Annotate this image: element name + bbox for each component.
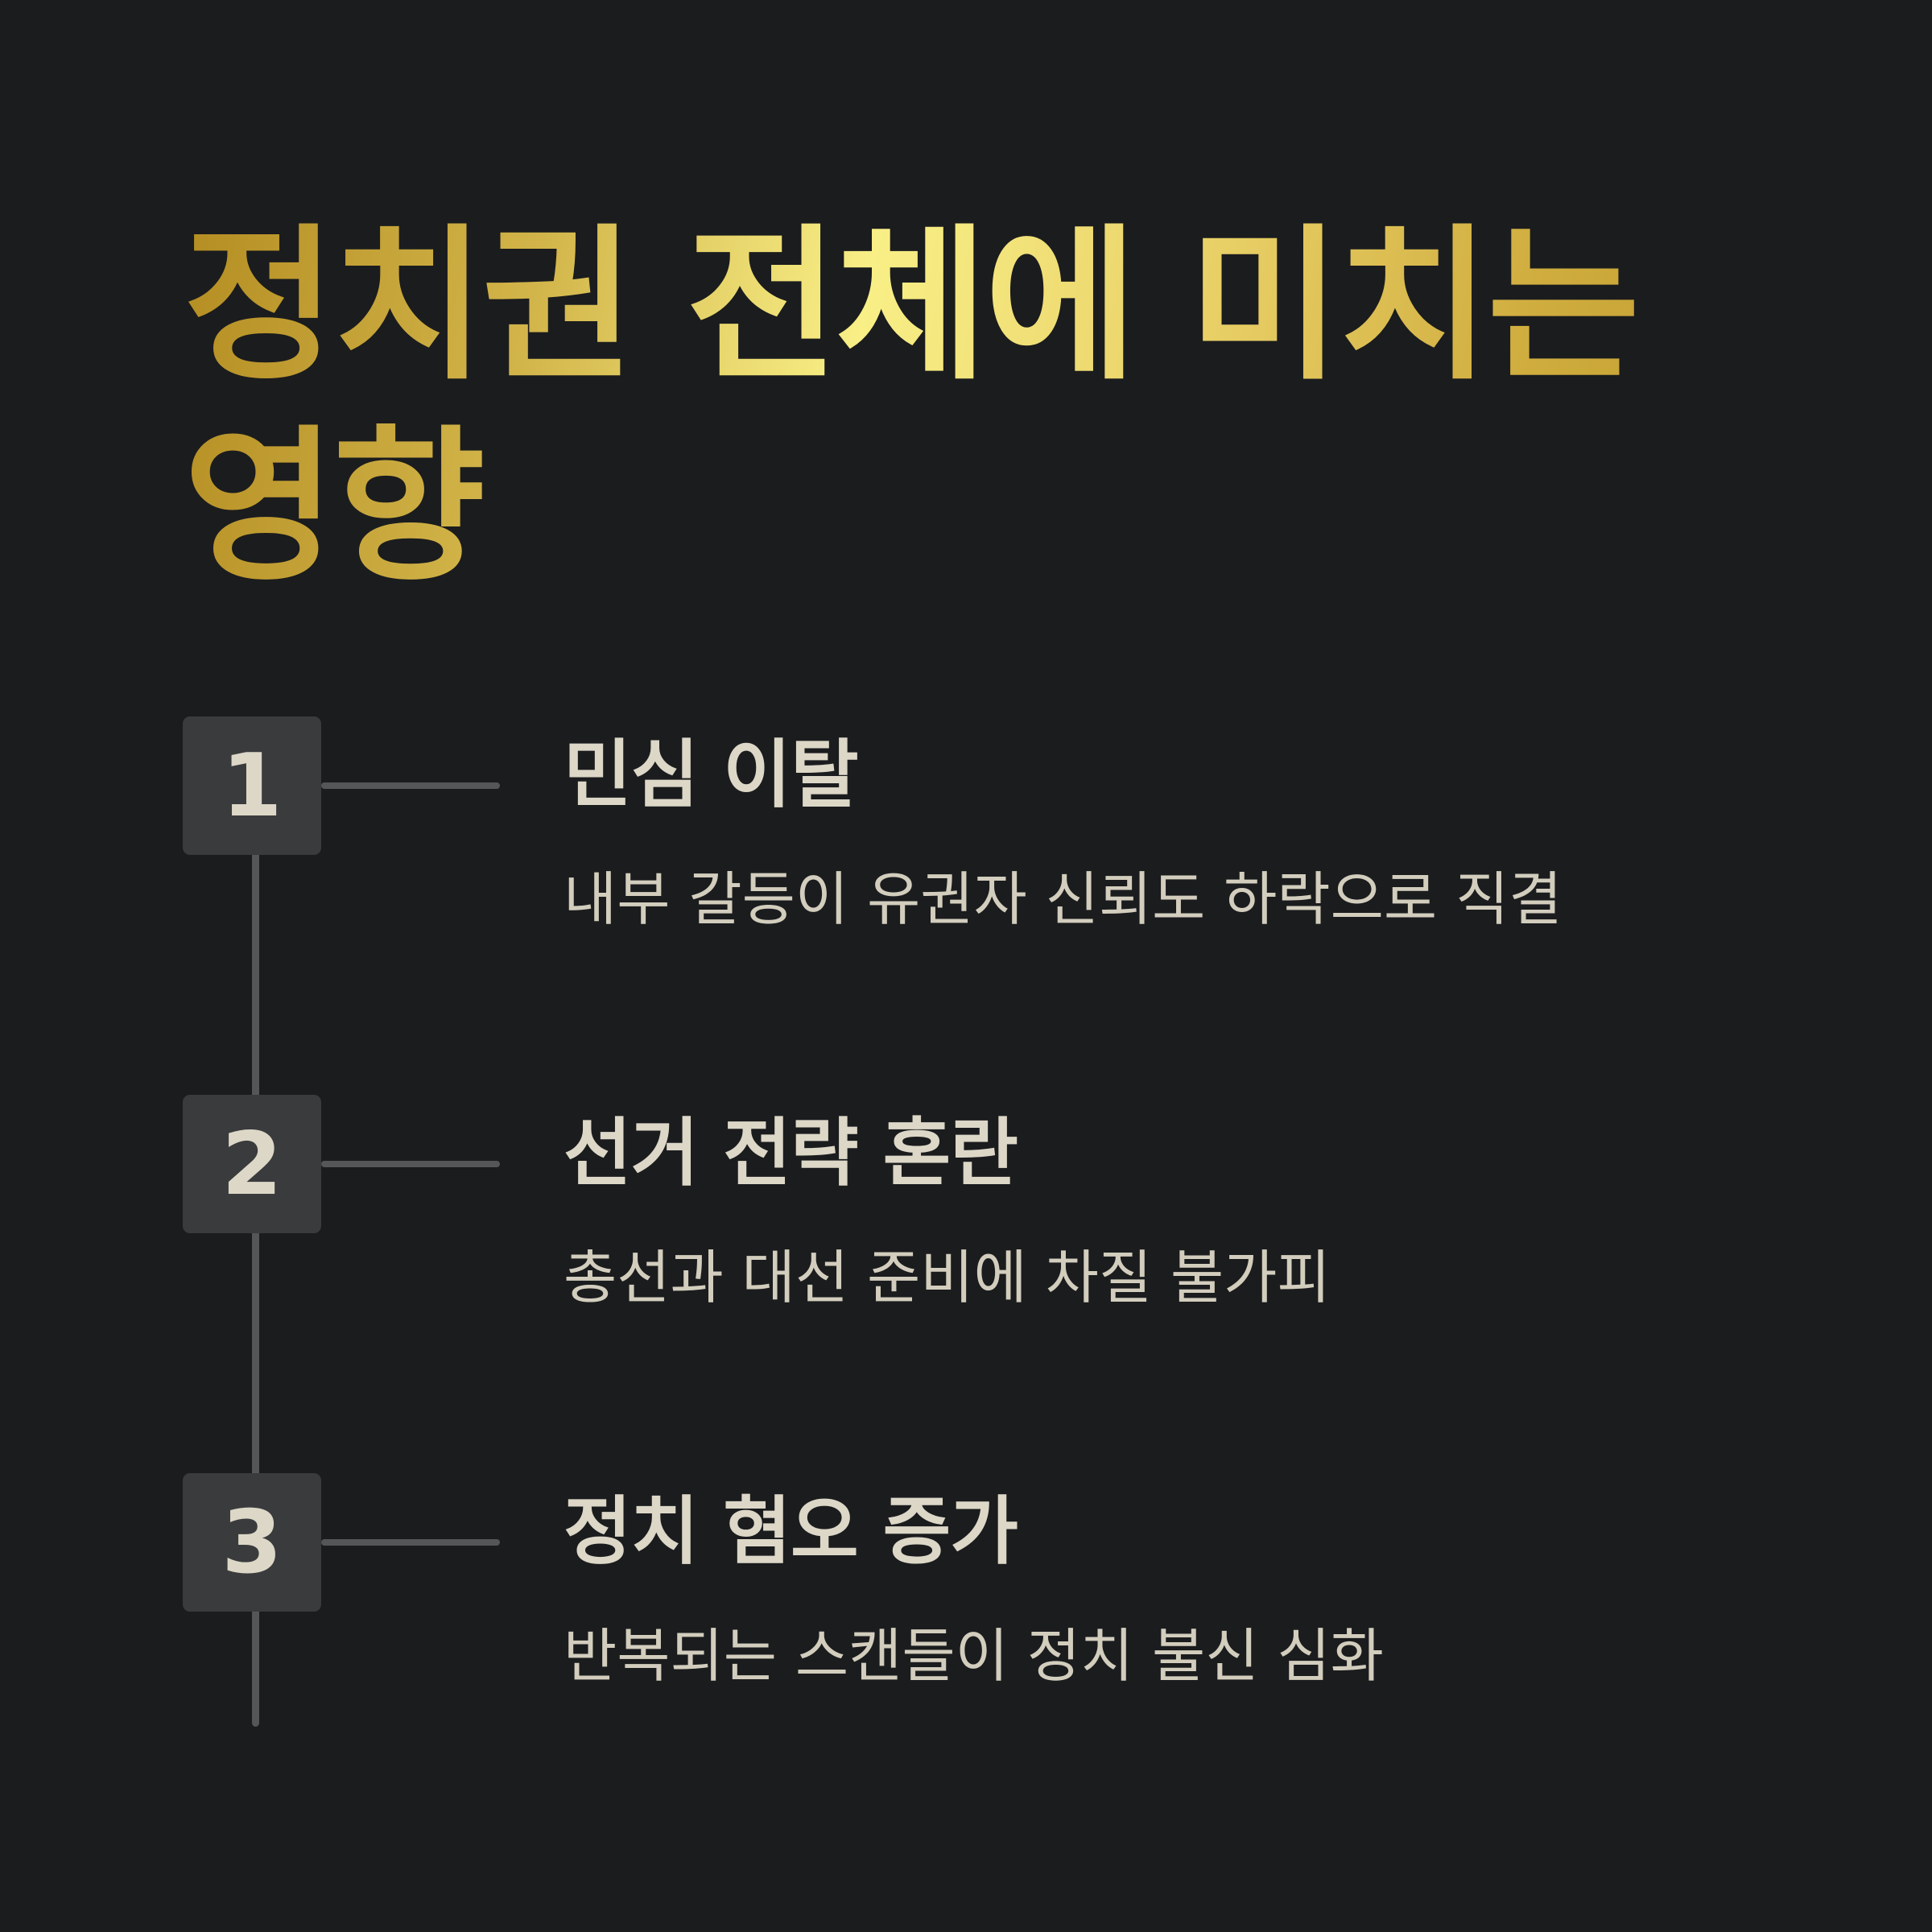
- step-title: 민심 이탈: [564, 732, 859, 818]
- step-description: 반복되는 스캔들이 정치 불신 심화: [564, 1622, 1384, 1690]
- step-title: 정치 혐오 증가: [564, 1488, 1018, 1575]
- step-title: 선거 전략 혼란: [564, 1110, 1018, 1196]
- step-number-badge: 2: [183, 1095, 321, 1233]
- timeline-step-2: 2 선거 전략 혼란 총선과 대선 준비에 차질 불가피: [0, 1095, 1932, 1417]
- step-connector: [321, 1539, 500, 1546]
- timeline-step-3: 3 정치 혐오 증가 반복되는 스캔들이 정치 불신 심화: [0, 1473, 1932, 1795]
- timeline-line: [252, 793, 259, 1727]
- step-description: 내부 갈등이 유권자 신뢰도 하락으로 직결: [564, 865, 1563, 933]
- timeline-step-1: 1 민심 이탈 내부 갈등이 유권자 신뢰도 하락으로 직결: [0, 716, 1932, 1038]
- step-connector: [321, 782, 500, 789]
- step-number-badge: 3: [183, 1473, 321, 1612]
- page-title: 정치권 전체에 미치는 영향: [184, 205, 1777, 608]
- step-description: 총선과 대선 준비에 차질 불가피: [564, 1244, 1331, 1311]
- step-connector: [321, 1161, 500, 1167]
- step-number-badge: 1: [183, 716, 321, 855]
